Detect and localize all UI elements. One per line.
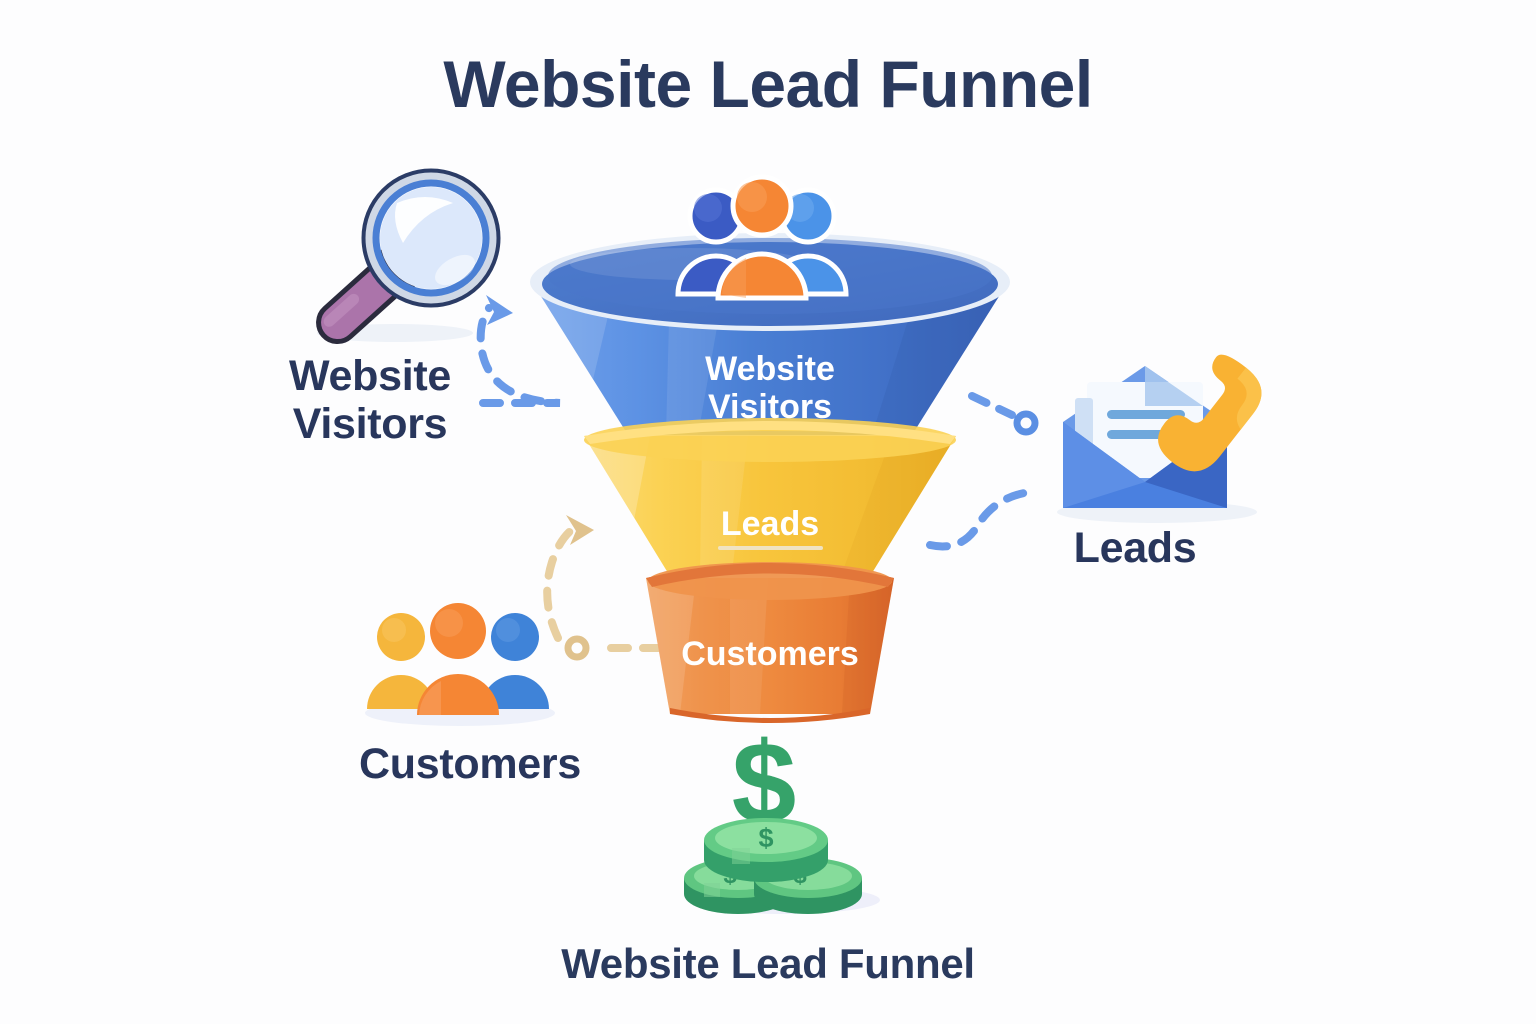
leads-connector-lower (926, 488, 1034, 551)
envelope-phone-icon (1057, 354, 1262, 523)
label-customers: Customers (359, 740, 581, 788)
funnel-graphic: Website Visitors Leads Customers (530, 233, 1010, 723)
visitors-connector (476, 295, 561, 407)
leads-connector-upper (968, 392, 1039, 436)
funnel-label-website-visitors-line1: Website (705, 350, 835, 388)
page-title: Website Lead Funnel (443, 47, 1093, 121)
customer-right (481, 613, 549, 709)
customers-group-icon (365, 603, 555, 726)
phone-handset (1158, 354, 1262, 472)
label-website-visitors-line2: Visitors (292, 400, 448, 449)
funnel-label-leads: Leads (721, 505, 819, 543)
money-coins-icon: $ $ $ $ (684, 718, 880, 914)
label-leads: Leads (1073, 524, 1197, 572)
funnel-label-website-visitors-line2: Visitors (708, 388, 832, 426)
customers-connector (543, 515, 664, 661)
label-website-visitors-line1: Website (289, 352, 451, 400)
customer-left (367, 613, 435, 709)
customer-center (417, 603, 499, 715)
bottom-caption: Website Lead Funnel (561, 940, 975, 987)
funnel-stage-customers[interactable] (646, 562, 894, 723)
people-group-icon (675, 174, 849, 301)
coin-top: $ (704, 818, 828, 882)
magnifying-glass-icon (316, 168, 501, 345)
svg-text:$: $ (758, 823, 773, 853)
funnel-label-customers: Customers (681, 635, 859, 673)
person-center (715, 174, 809, 301)
funnel-label-leads-underline (718, 546, 823, 550)
funnel-stage-leads[interactable] (584, 418, 956, 573)
label-website-visitors: Website Visitors (250, 352, 490, 448)
